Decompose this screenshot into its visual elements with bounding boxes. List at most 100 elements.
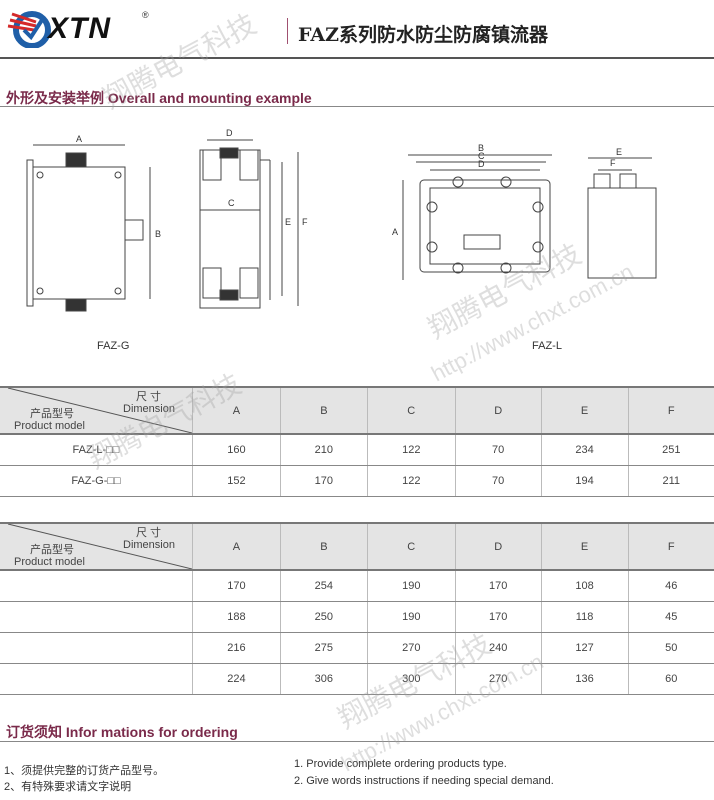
dimension-cn: 尺 寸 [136,527,162,539]
model-en: Product model [14,420,85,432]
cell: 306 [279,663,368,695]
table-row: FAZ-G-□□ 152 170 122 70 194 211 [0,465,714,497]
section-title-ordering: 订货须知 Infor mations for ordering [6,724,238,740]
col-header: E [540,387,629,434]
model-cell [0,663,193,695]
cell: 275 [279,632,368,664]
col-header: F [627,387,714,434]
section-rule [0,741,714,742]
note-cn-2: 2、有特殊要求请文字说明 [4,781,132,793]
svg-text:B: B [155,229,161,239]
faz-g-label: FAZ-G [97,340,130,352]
cell: 210 [279,434,368,466]
col-header: F [627,523,714,570]
cell: 254 [279,570,368,602]
svg-text:F: F [610,158,616,168]
col-header: A [192,387,281,434]
cell: 188 [192,601,281,633]
cell: 152 [192,465,281,497]
cell: 46 [627,570,714,602]
cell: 50 [627,632,714,664]
cell: 122 [366,434,456,466]
xtn-logo-icon [7,11,51,48]
svg-text:B: B [478,143,484,153]
faz-l-side-drawing: E F [587,147,657,279]
svg-text:E: E [285,217,291,227]
faz-l-label: FAZ-L [532,340,562,352]
corner-header: 尺 寸 Dimension 产品型号 Product model [0,523,193,570]
cell: 300 [366,663,456,695]
model-cell [0,601,193,633]
col-header: D [454,387,542,434]
cell: 270 [366,632,456,664]
svg-text:A: A [392,227,398,237]
title-divider [287,18,288,44]
cell: 190 [366,570,456,602]
mounting-diagrams: A B D C E F B C D A E F [26,128,657,312]
col-header: B [279,387,368,434]
cell: 108 [540,570,629,602]
model-cell [0,570,193,602]
cell: 190 [366,601,456,633]
cell: 70 [454,434,542,466]
header-rule [0,57,714,59]
model-cn: 产品型号 [30,544,74,556]
page-title: FAZ系列防水防尘防腐镇流器 [298,24,548,46]
cell: 224 [192,663,281,695]
table-header-row: 尺 寸 Dimension 产品型号 Product model A B C D… [0,387,714,434]
cell: 127 [540,632,629,664]
col-header: C [366,387,456,434]
cell: 118 [540,601,629,633]
cell: 170 [192,570,281,602]
section-rule [0,106,714,107]
col-header: C [366,523,456,570]
faz-l-front-drawing: B C D A [392,143,552,280]
note-cn-1: 1、须提供完整的订货产品型号。 [4,765,165,777]
svg-text:F: F [302,217,308,227]
model-en: Product model [14,556,85,568]
model-cell [0,632,193,664]
cell: 45 [627,601,714,633]
cell: 194 [540,465,629,497]
table-header-row: 尺 寸 Dimension 产品型号 Product model A B C D… [0,523,714,570]
col-header: E [540,523,629,570]
cell: 170 [454,601,542,633]
table-row: FAZ-L-□□ 160 210 122 70 234 251 [0,434,714,466]
cell: 251 [627,434,714,466]
col-header: B [279,523,368,570]
cell: 122 [366,465,456,497]
cell: 211 [627,465,714,497]
model-cell: FAZ-G-□□ [0,465,193,497]
cell: 240 [454,632,542,664]
note-en-2: 2. Give words instructions if needing sp… [294,775,554,787]
registered-mark: ® [142,10,149,20]
cell: 170 [454,570,542,602]
dimension-table-1: 尺 寸 Dimension 产品型号 Product model A B C D… [0,386,714,497]
svg-text:E: E [616,147,622,157]
cell: 160 [192,434,281,466]
svg-text:C: C [478,151,485,161]
faz-g-side-drawing: D C E F [199,128,308,309]
model-cn: 产品型号 [30,408,74,420]
svg-text:C: C [228,198,235,208]
dimension-en: Dimension [123,539,175,551]
corner-header: 尺 寸 Dimension 产品型号 Product model [0,387,193,434]
cell: 234 [540,434,629,466]
brand-name: XTN [48,12,111,45]
cell: 270 [454,663,542,695]
dimension-en: Dimension [123,403,175,415]
svg-text:A: A [76,134,82,144]
cell: 136 [540,663,629,695]
col-header: A [192,523,281,570]
cell: 216 [192,632,281,664]
faz-g-front-drawing: A B [26,134,161,312]
cell: 70 [454,465,542,497]
cell: 60 [627,663,714,695]
note-en-1: 1. Provide complete ordering products ty… [294,758,507,770]
model-cell: FAZ-L-□□ [0,434,193,466]
col-header: D [454,523,542,570]
dimension-table-2: 尺 寸 Dimension 产品型号 Product model A B C D… [0,522,714,695]
